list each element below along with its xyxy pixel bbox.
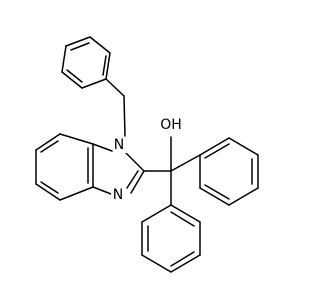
bond: [89, 36, 111, 54]
bond: [40, 140, 59, 153]
bond: [102, 55, 107, 76]
benzo-ring: [35, 133, 94, 201]
atom-label-n3: N: [113, 187, 123, 203]
bond: [170, 251, 195, 267]
bond: [59, 133, 94, 145]
bond: [170, 204, 201, 223]
bond: [126, 170, 139, 189]
benzyl-phenyl-ring: [61, 36, 111, 89]
atom-n3: N: [111, 187, 125, 203]
structure-diagram: N N OH: [35, 36, 259, 273]
bond: [35, 133, 61, 151]
bond: [228, 187, 259, 206]
bond: [81, 78, 107, 89]
atom-oh: OH: [158, 116, 184, 134]
bond: [204, 143, 230, 159]
bond: [59, 186, 94, 201]
bond: [65, 36, 91, 47]
right-phenyl-ring: [199, 137, 259, 206]
atom-label-oh: OH: [160, 117, 182, 133]
bond: [61, 45, 67, 73]
bond: [141, 204, 172, 223]
atom-label-n1: N: [114, 137, 124, 153]
bond: [61, 71, 83, 89]
bond: [228, 137, 259, 156]
atom-labels: N N OH: [111, 116, 184, 203]
bond: [35, 183, 61, 201]
bond: [105, 78, 125, 97]
bond: [199, 137, 230, 156]
bond: [170, 211, 195, 227]
bond: [141, 254, 172, 273]
bond: [170, 254, 201, 273]
atom-n1: N: [113, 137, 127, 153]
bond: [170, 154, 201, 172]
bond: [124, 151, 145, 172]
bond: [40, 181, 59, 194]
bond: [204, 184, 230, 200]
bond: [105, 52, 111, 80]
bond: [66, 69, 83, 83]
bonds: [35, 36, 259, 273]
imidazole-ring: [92, 143, 145, 195]
bond: [92, 186, 112, 195]
bond: [70, 42, 90, 51]
bond: [123, 95, 126, 137]
bond: [92, 143, 113, 152]
bottom-phenyl-ring: [141, 204, 201, 273]
bond: [130, 170, 145, 194]
bond: [199, 187, 230, 206]
